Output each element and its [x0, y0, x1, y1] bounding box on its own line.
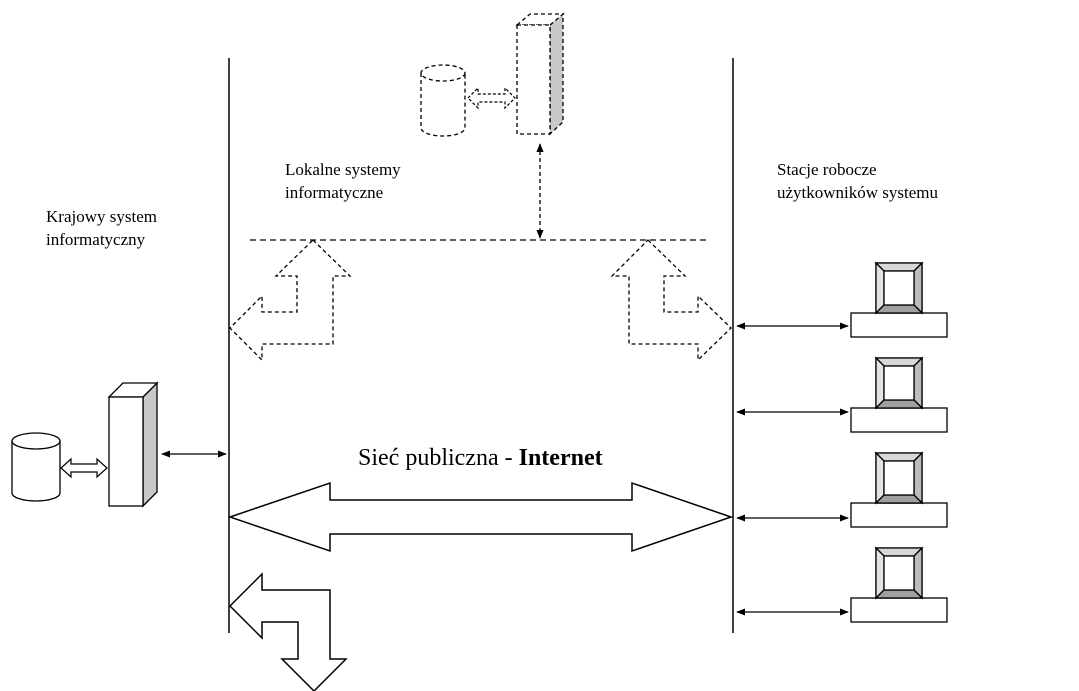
bottom-bent-arrow-icon	[228, 572, 348, 691]
internet-label-bold: Internet	[518, 445, 603, 471]
local-left-bent-arrow-icon	[229, 239, 352, 362]
national-connector-double-arrow	[60, 457, 108, 479]
national-system-label: Krajowy system informatyczny	[46, 205, 157, 251]
workstation-icon	[850, 451, 948, 528]
workstations-label-line1: Stacje robocze	[777, 160, 877, 179]
workstation-icon	[850, 356, 948, 433]
internet-label: Sieć publiczna - Internet	[358, 444, 603, 472]
internet-label-prefix: Sieć publiczna -	[358, 445, 519, 471]
national-database-icon	[11, 432, 61, 502]
workstations-label: Stacje robocze użytkowników systemu	[777, 158, 938, 204]
local-connector-double-arrow	[467, 86, 516, 110]
workstations-label-line2: użytkowników systemu	[777, 183, 939, 202]
local-server-icon	[515, 12, 565, 136]
national-system-label-line1: Krajowy system	[46, 207, 157, 226]
local-systems-label-line2: informatyczne	[285, 183, 384, 202]
local-systems-label: Lokalne systemy informatyczne	[285, 158, 401, 204]
national-server-icon	[107, 381, 159, 508]
national-system-label-line2: informatyczny	[46, 230, 146, 249]
local-right-bent-arrow-icon	[610, 239, 732, 362]
local-systems-label-line1: Lokalne systemy	[285, 160, 401, 179]
internet-double-arrow-icon	[227, 481, 734, 553]
workstation-icon	[850, 261, 948, 338]
workstation-icon	[850, 546, 948, 623]
local-database-icon	[420, 64, 466, 137]
